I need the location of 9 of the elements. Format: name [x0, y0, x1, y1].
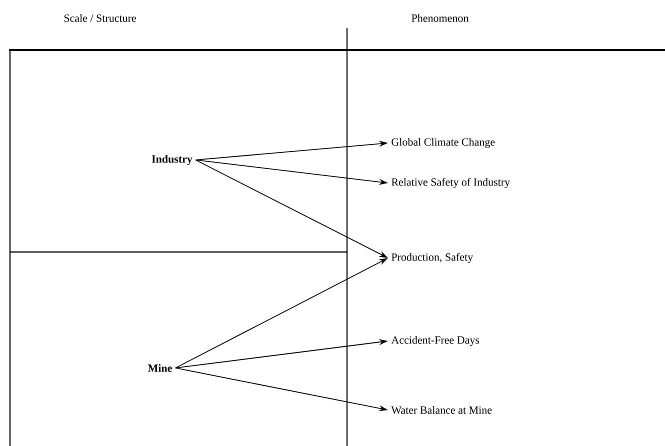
phenomenon-text: Accident-Free Days [391, 336, 480, 346]
phenomenon-text: Production, Safety [392, 252, 474, 264]
phenomenon-text: Water Balance at Mine [391, 406, 492, 414]
column-heading: Scale / Structure [64, 14, 136, 22]
phenomenon-text: Global Climate Change [392, 138, 495, 148]
column-heading: Phenomenon [412, 14, 469, 22]
phenomenon-text: Relative Safety of Industry [392, 178, 510, 188]
row-heading: Mine [148, 364, 172, 372]
row-heading: Industry [152, 155, 192, 165]
